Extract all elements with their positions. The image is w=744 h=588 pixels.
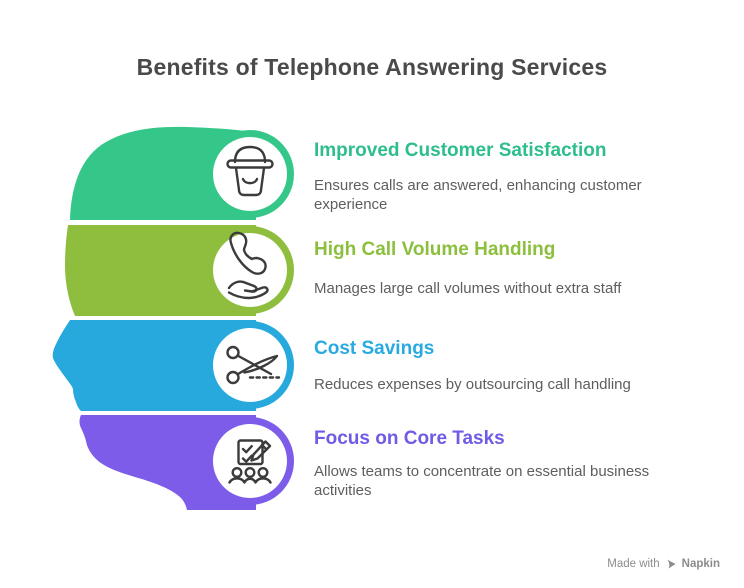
item-description-focus-core-tasks: Allows teams to concentrate on essential…	[314, 463, 650, 499]
item-description-improved-customer-satisfaction: Ensures calls are answered, enhancing cu…	[314, 177, 642, 213]
band-improved-customer-satisfaction	[70, 126, 294, 220]
phone-in-hand-icon	[227, 231, 269, 300]
item-heading-improved-customer-satisfaction: Improved Customer Satisfaction	[314, 140, 607, 161]
napkin-brand-label: Napkin	[681, 558, 720, 570]
item-heading-high-call-volume: High Call Volume Handling	[314, 239, 556, 260]
checklist-pencil-team-icon	[228, 439, 272, 484]
item-description-cost-savings: Reduces expenses by outsourcing call han…	[314, 376, 631, 393]
band-high-call-volume	[65, 225, 294, 316]
item-heading-cost-savings: Cost Savings	[314, 338, 435, 359]
item-heading-focus-core-tasks: Focus on Core Tasks	[314, 428, 505, 449]
smiling-customer-icon	[226, 145, 274, 197]
made-with-napkin-link[interactable]: Made with Napkin	[607, 558, 720, 570]
made-with-label: Made with	[607, 558, 660, 570]
band-focus-core-tasks	[79, 415, 294, 510]
icon-circle-4	[213, 424, 287, 498]
icon-circle-3	[213, 328, 287, 402]
scissors-icon	[226, 345, 281, 385]
item-description-high-call-volume: Manages large call volumes without extra…	[314, 280, 622, 297]
page-title: Benefits of Telephone Answering Services	[136, 54, 608, 80]
icon-circle-1	[213, 137, 287, 211]
napkin-pen-icon	[666, 559, 676, 569]
